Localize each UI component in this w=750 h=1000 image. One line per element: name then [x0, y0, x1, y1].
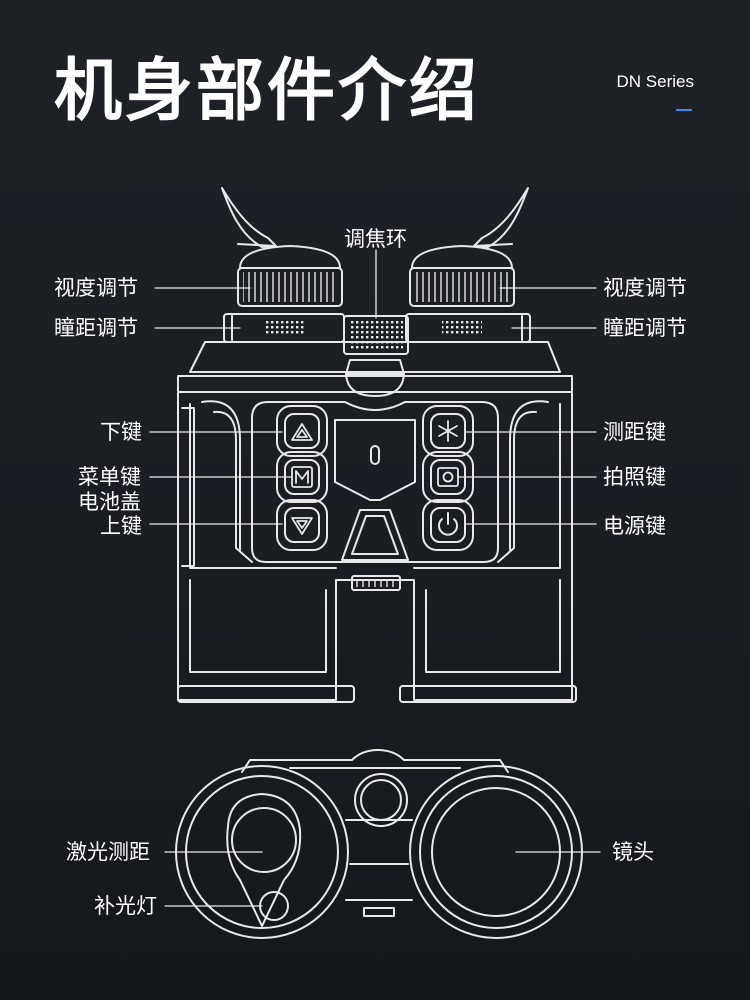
eyecup-left-icon [222, 188, 276, 247]
label-photo-key: 拍照键 [603, 464, 666, 490]
binocular-body [178, 342, 576, 702]
label-ipd-right: 瞳距调节 [603, 315, 687, 341]
laser-asterisk-icon [439, 421, 457, 441]
label-fill-light: 补光灯 [94, 893, 157, 919]
label-power-key: 电源键 [603, 513, 666, 539]
label-ipd-left: 瞳距调节 [54, 315, 138, 341]
down-triangle-icon [292, 518, 312, 534]
power-icon [439, 513, 457, 535]
label-lens: 镜头 [612, 839, 654, 865]
label-down-key: 下键 [100, 419, 142, 445]
label-range-key: 测距键 [603, 419, 666, 445]
up-triangle-icon [292, 424, 312, 440]
label-menu-key: 菜单键 [78, 464, 141, 490]
label-up-key: 上键 [100, 513, 142, 539]
label-diopter-right: 视度调节 [603, 275, 687, 301]
label-battery-cover: 电池盖 [78, 489, 141, 515]
diopter-knob-left [238, 246, 342, 306]
front-view [176, 750, 582, 938]
label-focus-ring: 调焦环 [344, 226, 407, 252]
menu-m-icon [292, 467, 312, 487]
label-diopter-left: 视度调节 [54, 275, 138, 301]
camera-icon [438, 468, 458, 486]
eyecup-right-icon [474, 188, 528, 247]
focus-wheel [344, 316, 408, 354]
diopter-knob-right [410, 246, 514, 306]
label-laser-range: 激光测距 [66, 839, 150, 865]
